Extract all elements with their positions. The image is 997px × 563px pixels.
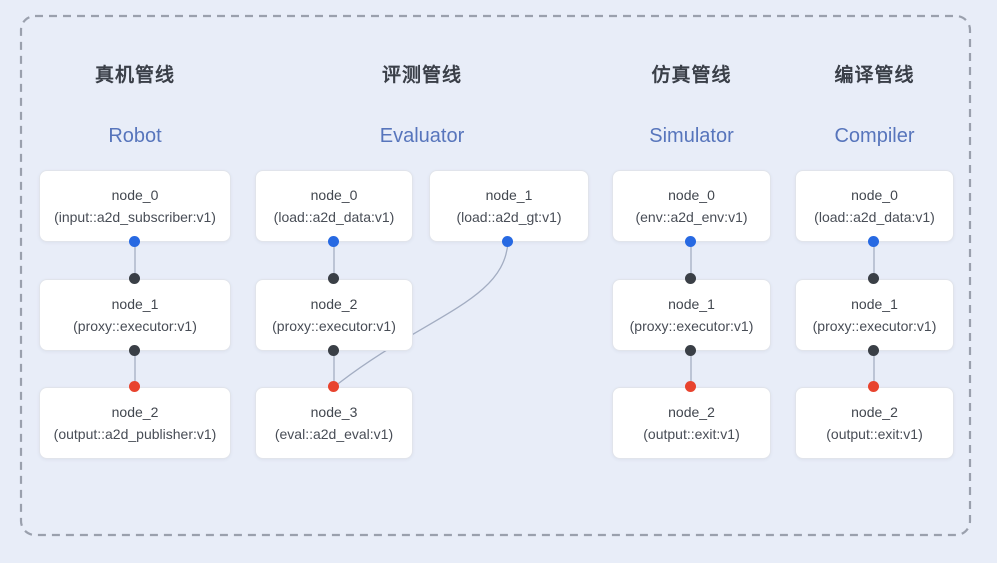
node-type: (output::exit:v1): [826, 426, 923, 442]
node-box-compiler-node2: node_2 (output::exit:v1): [795, 387, 954, 459]
port-output-icon: [129, 236, 140, 247]
node-type: (eval::a2d_eval:v1): [274, 426, 394, 442]
port-output-icon: [868, 345, 879, 356]
node-name: node_2: [111, 404, 159, 420]
node-box-robot-node1: node_1 (proxy::executor:v1): [39, 279, 231, 351]
node-name: node_0: [310, 187, 358, 203]
port-output-icon: [328, 236, 339, 247]
port-output-icon: [129, 345, 140, 356]
port-input-icon: [868, 273, 879, 284]
node-type: (input::a2d_subscriber:v1): [54, 209, 216, 225]
node-box-evaluator-node3: node_3 (eval::a2d_eval:v1): [255, 387, 413, 459]
port-output-icon: [502, 236, 513, 247]
node-box-evaluator-node1: node_1 (load::a2d_gt:v1): [429, 170, 589, 242]
port-output-icon: [685, 345, 696, 356]
node-name: node_1: [111, 296, 159, 312]
port-output-icon: [868, 236, 879, 247]
pipeline-title-en-compiler: Compiler: [834, 125, 915, 147]
node-type: (proxy::executor:v1): [272, 318, 396, 334]
node-box-robot-node0: node_0 (input::a2d_subscriber:v1): [39, 170, 231, 242]
node-name: node_2: [310, 296, 358, 312]
node-type: (output::a2d_publisher:v1): [53, 426, 217, 442]
port-input-icon: [328, 273, 339, 284]
port-input-icon: [685, 381, 696, 392]
pipeline-title-cn-simulator: 仿真管线: [651, 65, 732, 86]
pipeline-title-en-simulator: Simulator: [649, 125, 734, 147]
pipeline-title-cn-compiler: 编译管线: [834, 65, 915, 86]
pipeline-title-en-evaluator: Evaluator: [379, 125, 465, 147]
node-name: node_3: [310, 404, 358, 420]
connector-edge-curve: [333, 241, 509, 388]
node-type: (output::exit:v1): [643, 426, 740, 442]
port-input-icon: [129, 273, 140, 284]
port-input-icon: [328, 381, 339, 392]
node-name: node_1: [851, 296, 898, 312]
node-box-simulator-node0: node_0 (env::a2d_env:v1): [612, 170, 771, 242]
node-type: (env::a2d_env:v1): [635, 209, 748, 225]
node-type: (load::a2d_gt:v1): [456, 209, 562, 225]
node-name: node_2: [851, 404, 898, 420]
node-name: node_2: [668, 404, 715, 420]
pipeline-title-en-robot: Robot: [108, 125, 162, 147]
node-name: node_0: [851, 187, 898, 203]
node-box-evaluator-node2: node_2 (proxy::executor:v1): [255, 279, 413, 351]
pipeline-title-cn-robot: 真机管线: [94, 65, 175, 86]
node-type: (proxy::executor:v1): [73, 318, 197, 334]
node-box-simulator-node2: node_2 (output::exit:v1): [612, 387, 771, 459]
node-box-compiler-node1: node_1 (proxy::executor:v1): [795, 279, 954, 351]
node-box-compiler-node0: node_0 (load::a2d_data:v1): [795, 170, 954, 242]
node-name: node_1: [668, 296, 715, 312]
node-box-simulator-node1: node_1 (proxy::executor:v1): [612, 279, 771, 351]
node-type: (proxy::executor:v1): [812, 318, 937, 334]
node-box-evaluator-node0: node_0 (load::a2d_data:v1): [255, 170, 413, 242]
node-name: node_1: [485, 187, 533, 203]
port-input-icon: [685, 273, 696, 284]
node-type: (load::a2d_data:v1): [814, 209, 935, 225]
port-input-icon: [868, 381, 879, 392]
node-name: node_0: [668, 187, 715, 203]
node-box-robot-node2: node_2 (output::a2d_publisher:v1): [39, 387, 231, 459]
port-input-icon: [129, 381, 140, 392]
port-output-icon: [328, 345, 339, 356]
node-type: (load::a2d_data:v1): [273, 209, 395, 225]
pipeline-title-cn-evaluator: 评测管线: [381, 65, 462, 86]
node-name: node_0: [111, 187, 159, 203]
node-type: (proxy::executor:v1): [629, 318, 754, 334]
port-output-icon: [685, 236, 696, 247]
